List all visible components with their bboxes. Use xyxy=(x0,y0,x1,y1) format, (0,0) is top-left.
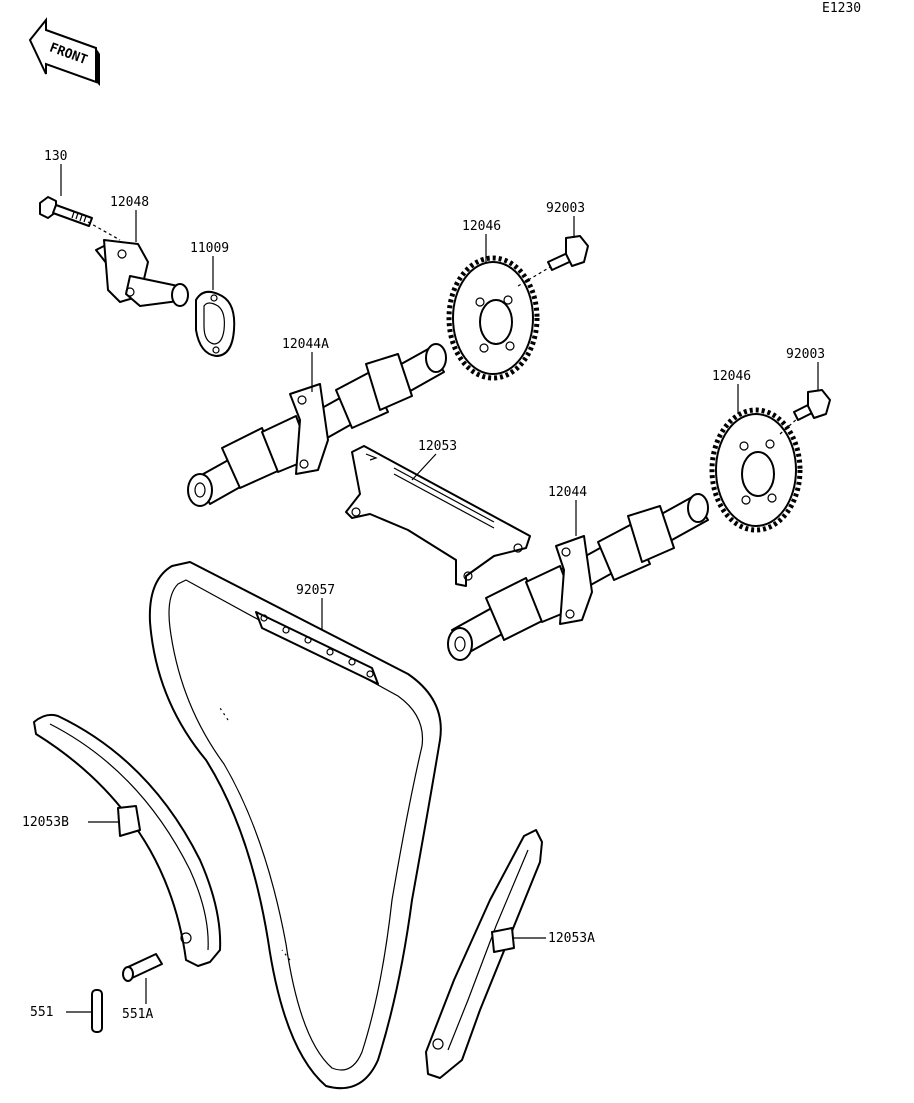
guide-12053A[interactable] xyxy=(425,829,543,1079)
label-12053: 12053 xyxy=(418,439,457,454)
bolt-92003-lower[interactable] xyxy=(779,389,831,435)
label-12044A: 12044A xyxy=(282,337,329,352)
bolt-130[interactable] xyxy=(39,196,93,227)
sprocket-12046-upper[interactable] xyxy=(446,255,540,381)
sprocket-12046-lower[interactable] xyxy=(709,407,803,533)
label-92057: 92057 xyxy=(296,583,335,598)
tensioner-12048[interactable] xyxy=(87,221,189,307)
label-12044: 12044 xyxy=(548,485,587,500)
label-130: 130 xyxy=(44,149,67,164)
label-11009: 11009 xyxy=(190,241,229,256)
label-12053B: 12053B xyxy=(22,815,69,830)
gasket-11009[interactable] xyxy=(195,290,236,357)
diagram-code: E1230 xyxy=(822,1,861,16)
label-12048: 12048 xyxy=(110,195,149,210)
label-12053A: 12053A xyxy=(548,931,595,946)
label-92003-upper: 92003 xyxy=(546,201,585,216)
chain-link-section xyxy=(255,611,379,685)
guide-12053[interactable] xyxy=(345,445,531,587)
label-12046-lower: 12046 xyxy=(712,369,751,384)
bolt-92003-upper[interactable] xyxy=(517,235,589,287)
label-12046-upper: 12046 xyxy=(462,219,501,234)
pin-551A[interactable] xyxy=(122,953,163,982)
guide-12053B[interactable] xyxy=(33,713,222,967)
camshaft-12044A[interactable] xyxy=(187,343,447,507)
cam-chain-92057[interactable] xyxy=(148,561,442,1090)
label-92003-lower: 92003 xyxy=(786,347,825,362)
front-arrow-icon: FRONT xyxy=(28,17,100,86)
camshaft-12044[interactable] xyxy=(447,493,709,661)
label-551: 551 xyxy=(30,1005,53,1020)
label-551A: 551A xyxy=(122,1007,153,1022)
pin-551[interactable] xyxy=(91,989,103,1033)
